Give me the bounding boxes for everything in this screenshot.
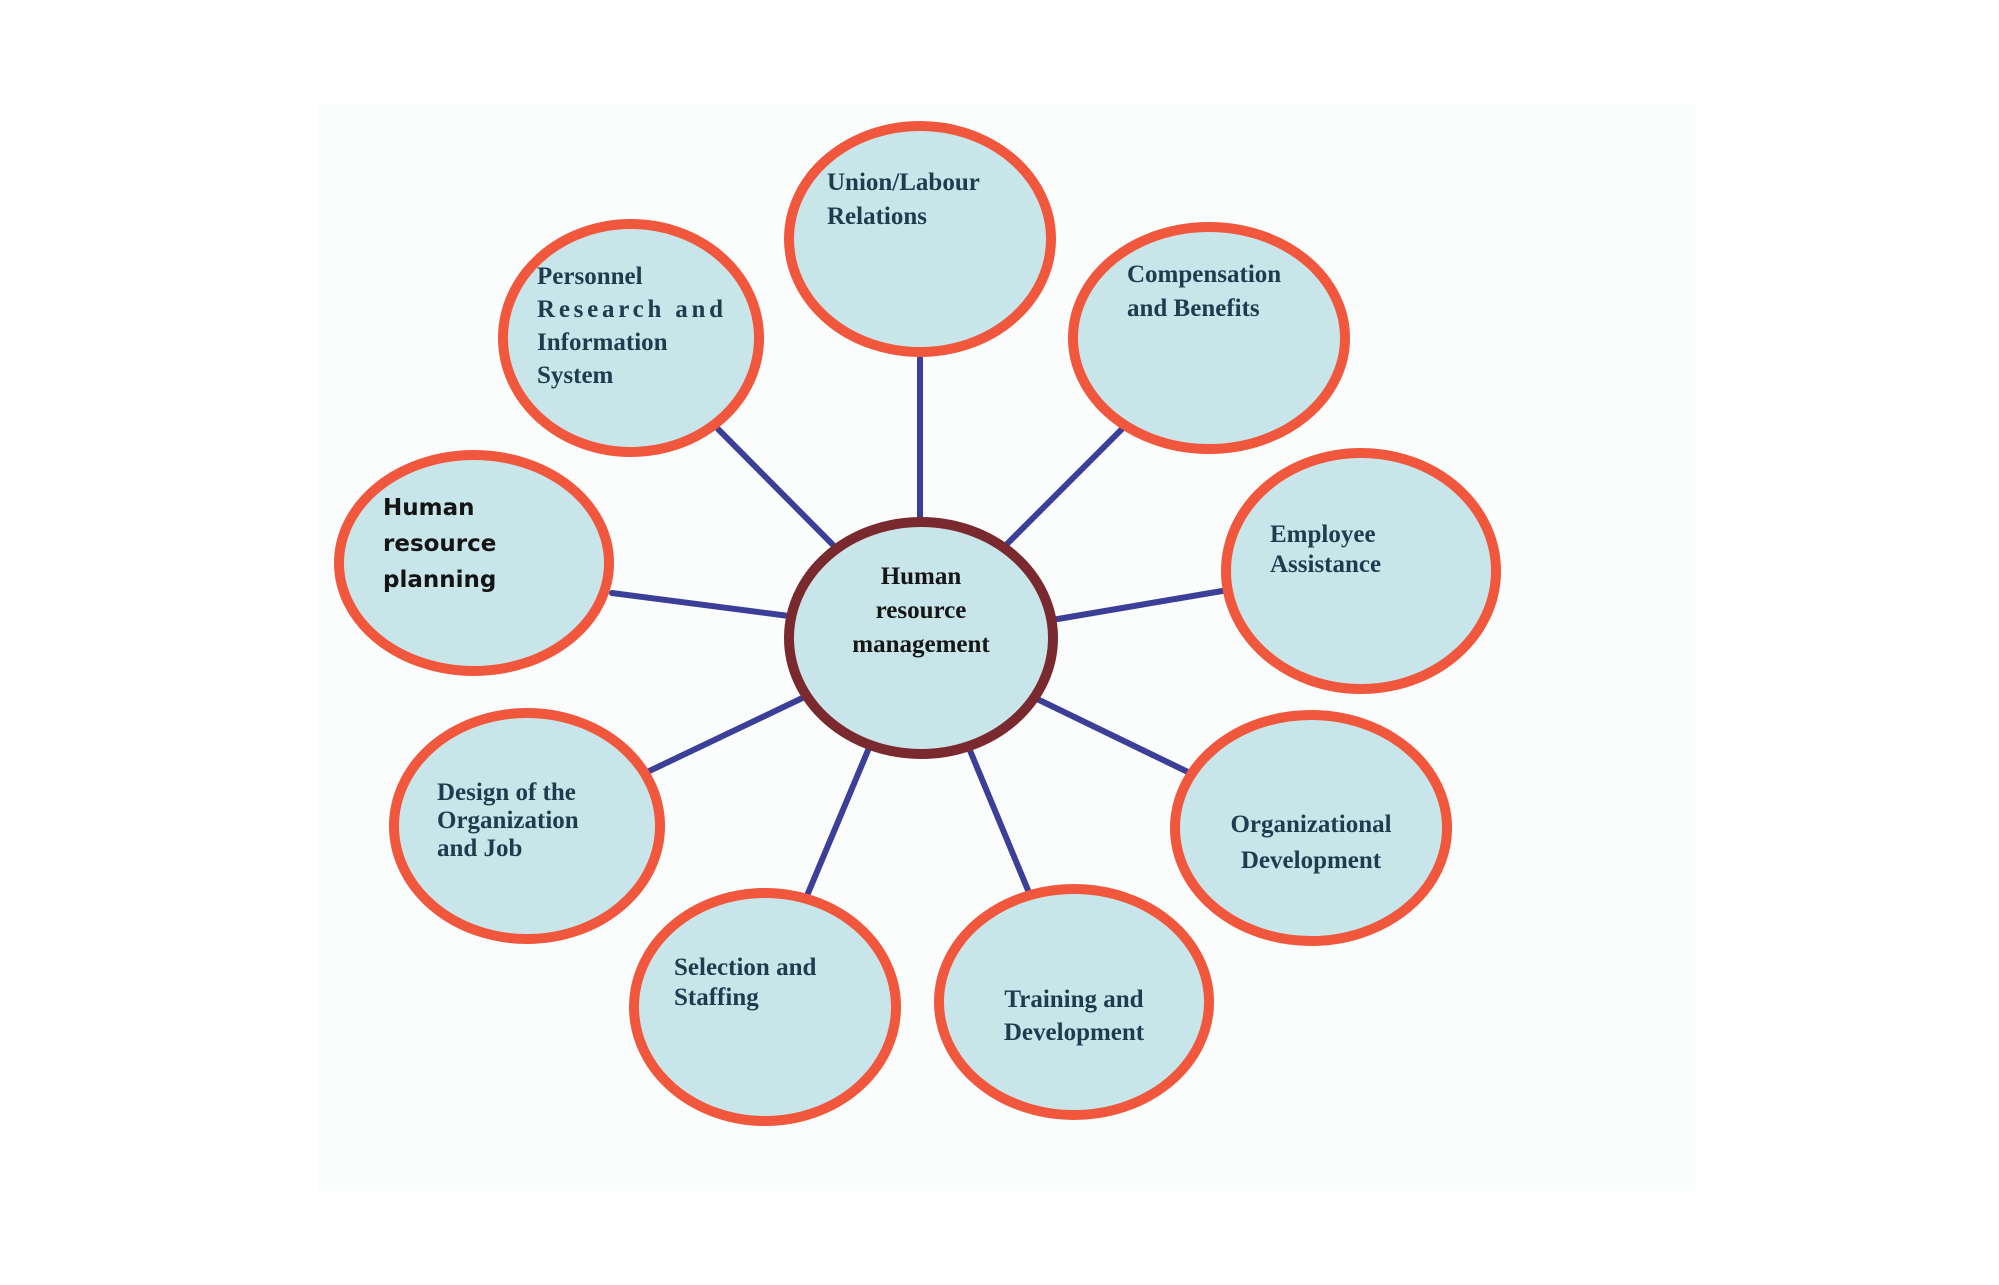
node-label-line: Staffing [674,984,759,1011]
node-label-line: Organizational [1230,811,1391,838]
node-bubble [389,708,665,944]
node-label-line: Design of the [437,779,576,806]
node-label-line: and Benefits [1127,295,1260,322]
connector-compensation-and-benefits [1000,426,1125,551]
connector-organizational-development [1030,694,1193,776]
connector-training-and-development [961,733,1033,898]
node-bubble [784,121,1056,357]
node-compensation-and-benefits: Compensation and Benefits [1068,222,1350,454]
node-human-resource-planning: Human resource planning [334,450,614,676]
node-label-line: Development [1241,847,1382,874]
node-label-line: and Job [437,835,522,862]
center-label-line: resource [876,597,967,624]
node-label-line: Human [383,495,474,521]
node-label-line: Organization [437,807,579,834]
center-label-line: Human [881,563,962,590]
node-label-line: Personnel [537,263,643,290]
node-bubble [498,219,764,457]
node-label-line: Compensation [1127,261,1281,288]
center-node: Human resource management [784,517,1058,759]
node-label-line: resource [383,531,496,557]
connector-employee-assistance [1043,587,1231,624]
connector-design-of-organization-and-job [640,689,818,777]
node-bubble [934,884,1214,1120]
node-bubble [1170,710,1452,946]
node-bubble [1221,448,1501,694]
connector-human-resource-planning [609,590,792,619]
node-label-line: System [537,362,614,389]
node-bubble [334,450,614,676]
node-label-line: Relations [827,203,927,230]
node-label-line: Training and [1004,986,1143,1013]
node-label-line: Selection and [674,954,816,981]
node-label-line: Information [537,329,668,356]
node-label-line: Assistance [1270,551,1381,578]
connector-selection-and-staffing [803,733,877,901]
connector-personnel-research-information-system [715,426,847,559]
node-bubble [629,888,901,1126]
node-label-line: Union/Labour [827,169,980,196]
node-label-line: Employee [1270,521,1376,548]
node-label-line: planning [383,567,496,593]
center-bubble [784,517,1058,759]
node-bubble [1068,222,1350,454]
center-label-line: management [852,631,990,658]
connectors [609,355,1231,901]
node-label-line: Development [1004,1019,1145,1046]
